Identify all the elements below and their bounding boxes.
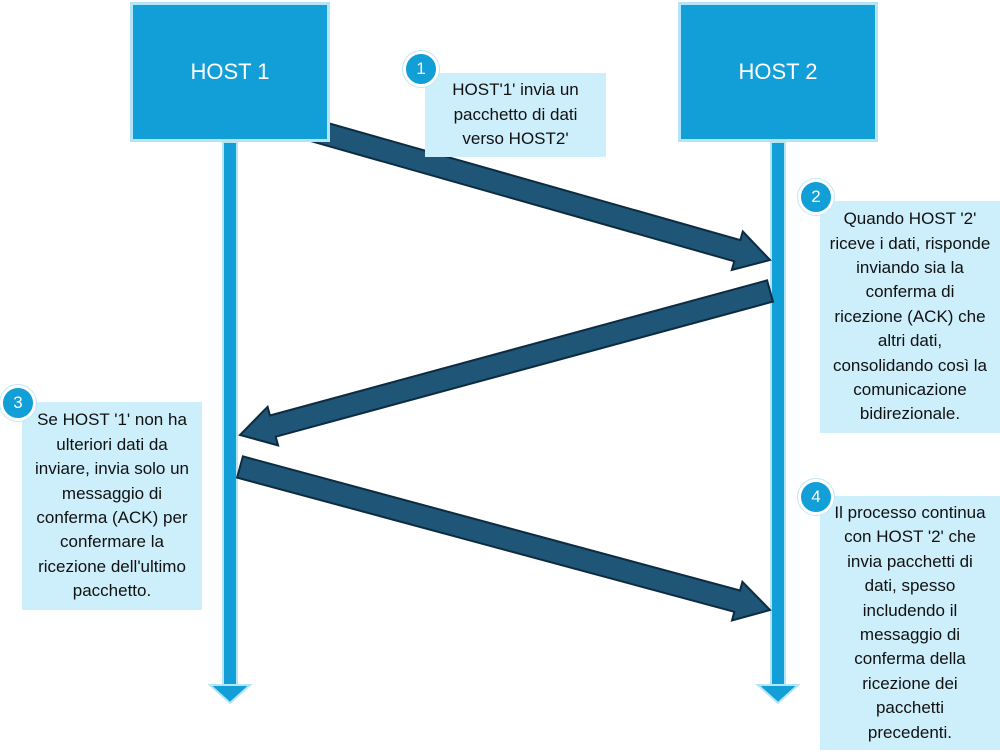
step-3-badge: 3: [0, 385, 36, 421]
message-arrow-2: [238, 279, 775, 447]
step-2-badge: 2: [798, 179, 834, 215]
step-1-note: HOST'1' invia un pacchetto di dati verso…: [425, 73, 606, 157]
step-1-badge: 1: [403, 51, 439, 87]
lifeline-host2: [755, 141, 801, 705]
host1-box: HOST 1: [130, 2, 330, 142]
lifeline-host1: [207, 141, 253, 705]
step-4-note: Il processo continua con HOST '2' che in…: [820, 496, 1000, 750]
step-4-badge: 4: [798, 479, 834, 515]
message-arrow-1: [300, 116, 772, 272]
host2-label: HOST 2: [738, 59, 818, 84]
host1-label: HOST 1: [190, 59, 270, 84]
step-2-note: Quando HOST '2' riceve i dati, risponde …: [820, 201, 1000, 433]
message-arrow-3: [235, 455, 772, 622]
host2-box: HOST 2: [678, 2, 878, 142]
step-3-note: Se HOST '1' non ha ulteriori dati da inv…: [22, 402, 202, 610]
